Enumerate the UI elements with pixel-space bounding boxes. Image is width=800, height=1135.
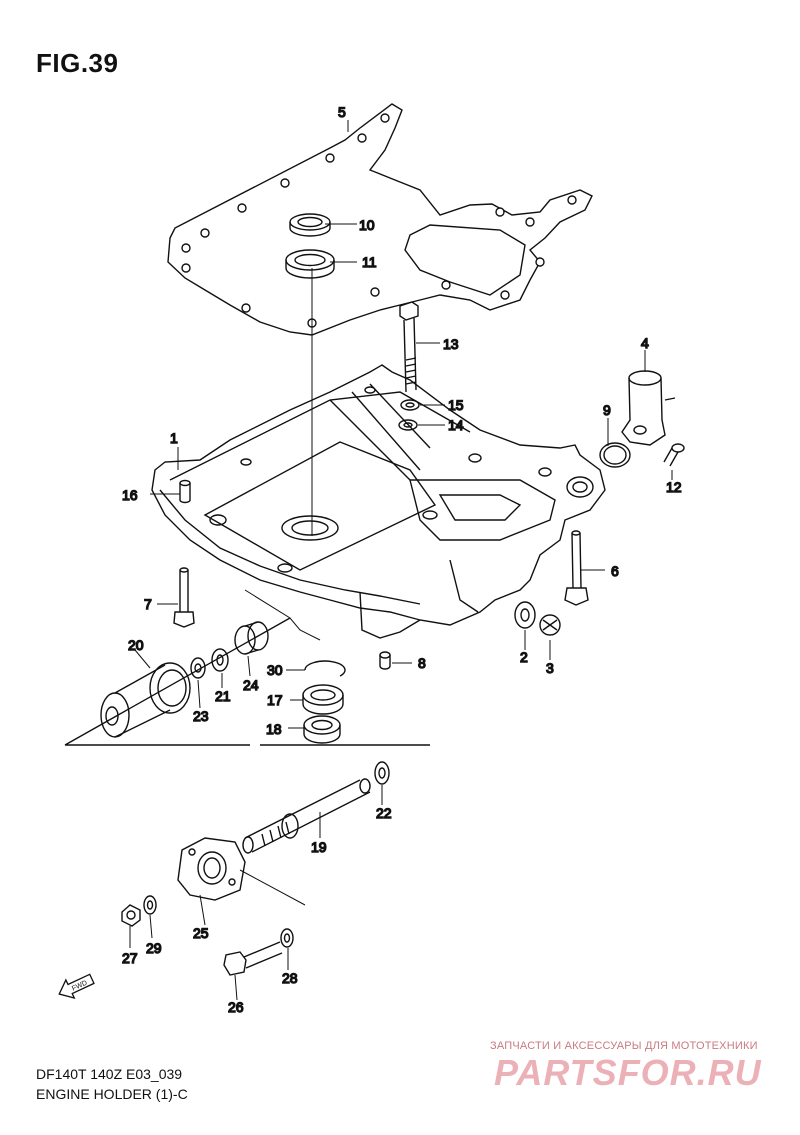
pin-8	[379, 651, 391, 670]
callout-18: 18	[266, 721, 282, 737]
washer-2	[514, 601, 536, 629]
o-ring-9	[599, 442, 631, 468]
leader-lines	[129, 120, 673, 1001]
filter-cartridge-20	[100, 662, 191, 738]
callout-5: 5	[338, 104, 346, 120]
plug-3	[539, 614, 561, 636]
dowel-pin-16	[179, 479, 191, 504]
callout-19: 19	[311, 839, 327, 855]
gasket-part	[167, 103, 593, 336]
sleeve-24	[234, 621, 269, 655]
callout-26: 26	[228, 999, 244, 1015]
long-bolt-part	[399, 301, 419, 393]
circlip-30	[304, 660, 346, 677]
callout-7: 7	[144, 596, 152, 612]
engine-holder-body	[151, 364, 606, 639]
mount-bracket-25	[177, 837, 246, 901]
callout-2: 2	[520, 649, 528, 665]
seal-18	[303, 715, 341, 744]
callout-3: 3	[546, 660, 554, 676]
shaft-19	[242, 778, 371, 854]
callout-1: 1	[170, 430, 178, 446]
separator-line	[64, 617, 430, 746]
callout-10: 10	[359, 217, 375, 233]
callout-9: 9	[603, 402, 611, 418]
callout-12: 12	[666, 479, 682, 495]
nut-27	[121, 904, 141, 927]
fwd-arrow-icon: FWD	[58, 973, 95, 1000]
callout-4: 4	[641, 335, 649, 351]
callout-30: 30	[267, 662, 283, 678]
oil-seal-lower	[285, 249, 335, 279]
callout-23: 23	[193, 708, 209, 724]
callout-20: 20	[128, 637, 144, 653]
callout-28: 28	[282, 970, 298, 986]
watermark-logo: PARTSFOR.RU	[494, 1052, 762, 1093]
washer-14	[398, 419, 418, 431]
washer-23	[190, 657, 206, 679]
callout-27: 27	[122, 950, 138, 966]
callout-17: 17	[267, 692, 283, 708]
callout-21: 21	[215, 688, 231, 704]
callout-14: 14	[448, 417, 464, 433]
callout-24: 24	[243, 677, 259, 693]
bolt-26	[223, 941, 283, 976]
oil-seal-upper	[289, 213, 331, 237]
footer-name: ENGINE HOLDER (1)-C	[36, 1086, 188, 1102]
washer-29	[143, 895, 157, 915]
figure-title: FIG.39	[36, 48, 119, 78]
bolt-12	[663, 443, 685, 467]
footer-code: DF140T 140Z E03_039	[36, 1066, 183, 1082]
washer-28	[280, 928, 294, 948]
callout-29: 29	[146, 940, 162, 956]
washer-15	[400, 399, 420, 411]
bolt-7	[173, 567, 195, 628]
water-inlet-pipe	[621, 370, 676, 446]
callout-15: 15	[448, 397, 464, 413]
callout-25: 25	[193, 925, 209, 941]
callout-16: 16	[122, 487, 138, 503]
bearing-17	[302, 684, 344, 715]
callout-11: 11	[362, 254, 377, 270]
callout-6: 6	[611, 563, 619, 579]
callout-22: 22	[376, 805, 392, 821]
bolt-6	[564, 530, 589, 606]
callout-13: 13	[443, 336, 459, 352]
callout-8: 8	[418, 655, 426, 671]
washer-22	[374, 761, 390, 785]
watermark-tagline: ЗАПЧАСТИ И АКСЕССУАРЫ ДЛЯ МОТОТЕХНИКИ	[490, 1040, 758, 1052]
